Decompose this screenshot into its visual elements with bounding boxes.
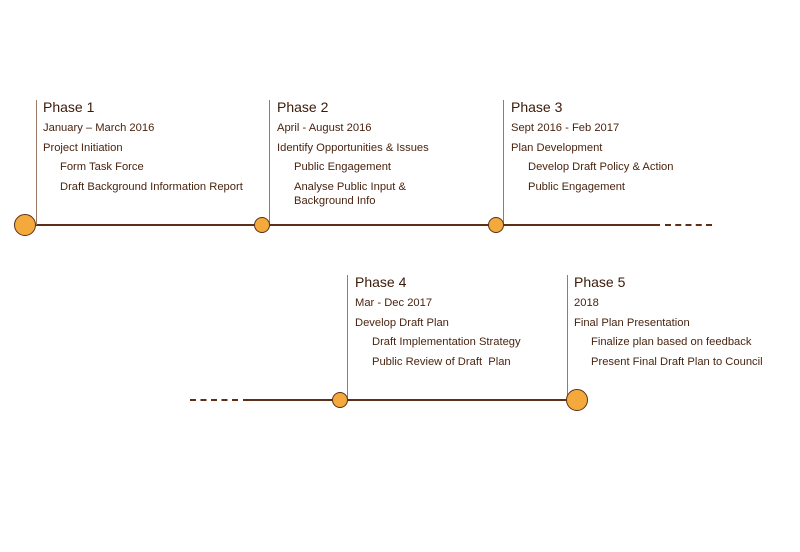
timeline-bottom-continuation [190,399,238,401]
phase-4-task: Develop Draft Plan [355,316,449,329]
phase-3-marker-line [503,100,504,225]
phase-1-block: Phase 1 January – March 2016 Project Ini… [43,99,243,200]
phase-1-node [14,214,36,236]
phase-4-block: Phase 4 Mar - Dec 2017 Develop Draft Pla… [355,274,521,375]
phase-4-subtask: Public Review of Draft Plan [372,355,511,368]
phase-4-marker-line [347,275,348,400]
phase-3-task: Plan Development [511,141,603,154]
timeline-top-continuation [665,224,712,226]
phase-3-subtask: Public Engagement [528,180,626,193]
phase-5-subtask: Present Final Draft Plan to Council [591,355,763,368]
phase-4-date: Mar - Dec 2017 [355,297,433,309]
phase-2-date: April - August 2016 [277,122,372,134]
phase-5-subtask: Finalize plan based on feedback [591,336,752,348]
phase-2-subtask: Public Engagement [294,161,392,173]
timeline-top-line [25,224,660,226]
phase-2-subtask: Background Info [294,194,376,207]
phase-5-title: Phase 5 [574,274,626,290]
phase-3-block: Phase 3 Sept 2016 - Feb 2017 Plan Develo… [511,99,674,200]
phase-2-task: Identify Opportunities & Issues [277,141,429,154]
phase-1-task: Project Initiation [43,141,123,154]
phase-2-subtask: Analyse Public Input & [294,180,406,193]
phase-4-node [332,392,348,408]
phase-1-subtask: Draft Background Information Report [60,180,243,193]
phase-5-marker-line [567,275,568,400]
phase-2-marker-line [269,100,270,225]
phase-5-task: Final Plan Presentation [574,316,690,329]
phase-1-marker-line [36,100,37,225]
phase-4-title: Phase 4 [355,274,407,290]
phase-4-subtask: Draft Implementation Strategy [372,336,521,348]
phase-2-node [254,217,270,233]
phase-3-node [488,217,504,233]
phase-1-subtask: Form Task Force [60,161,144,173]
phase-5-date: 2018 [574,297,599,309]
phase-5-node [566,389,588,411]
phase-2-block: Phase 2 April - August 2016 Identify Opp… [277,99,429,214]
phase-3-date: Sept 2016 - Feb 2017 [511,122,620,134]
phase-3-title: Phase 3 [511,99,563,115]
timeline-bottom-line [243,399,578,401]
phase-1-date: January – March 2016 [43,122,155,134]
phase-1-title: Phase 1 [43,99,95,115]
phase-2-title: Phase 2 [277,99,329,115]
phase-5-block: Phase 5 2018 Final Plan Presentation Fin… [574,274,763,375]
phase-3-subtask: Develop Draft Policy & Action [528,161,674,173]
